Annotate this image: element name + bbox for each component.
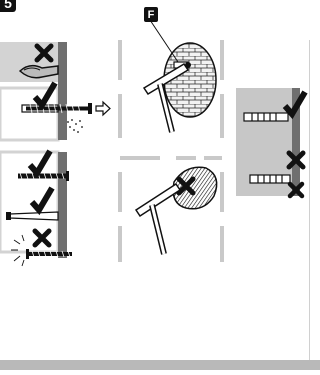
check-mark-icon bbox=[29, 186, 55, 216]
hammer-brick-scene bbox=[142, 19, 217, 133]
impact-lines bbox=[11, 234, 25, 267]
callout-label-badge: F bbox=[144, 7, 158, 22]
cross-mark-icon bbox=[34, 43, 54, 63]
soft-material-detail bbox=[172, 166, 218, 210]
right-wall bbox=[292, 88, 300, 196]
check-mark-icon bbox=[27, 149, 53, 179]
hammer-icon bbox=[134, 182, 182, 255]
check-mark-icon bbox=[282, 90, 308, 120]
cross-mark-icon bbox=[32, 228, 52, 248]
cross-mark-icon bbox=[286, 150, 306, 170]
left-panel bbox=[0, 42, 111, 267]
dust-particles bbox=[67, 119, 83, 133]
wall-section-bottom bbox=[58, 152, 67, 258]
case-screw-breakout bbox=[11, 228, 72, 267]
right-panel bbox=[236, 88, 308, 199]
plug-correct bbox=[243, 90, 308, 122]
plug-incorrect bbox=[249, 150, 306, 199]
arrow-right-icon bbox=[95, 100, 111, 117]
callout-leader-line bbox=[149, 19, 179, 63]
check-mark-icon bbox=[32, 81, 58, 111]
center-frame-dashes bbox=[118, 40, 224, 262]
wall-section-top bbox=[58, 42, 67, 140]
cross-mark-icon bbox=[176, 176, 196, 196]
case-screw-drilled bbox=[21, 81, 111, 133]
bottom-bar bbox=[0, 360, 320, 370]
case-screw-long bbox=[18, 149, 69, 181]
hammer-hatched-scene bbox=[134, 166, 218, 255]
step-number-badge: 5 bbox=[0, 0, 16, 12]
case-plug-inserted bbox=[6, 186, 59, 221]
page-divider bbox=[309, 40, 310, 360]
case-crumbling-hole bbox=[18, 43, 59, 79]
hammer-icon bbox=[142, 62, 190, 133]
cross-mark-icon bbox=[287, 181, 305, 199]
